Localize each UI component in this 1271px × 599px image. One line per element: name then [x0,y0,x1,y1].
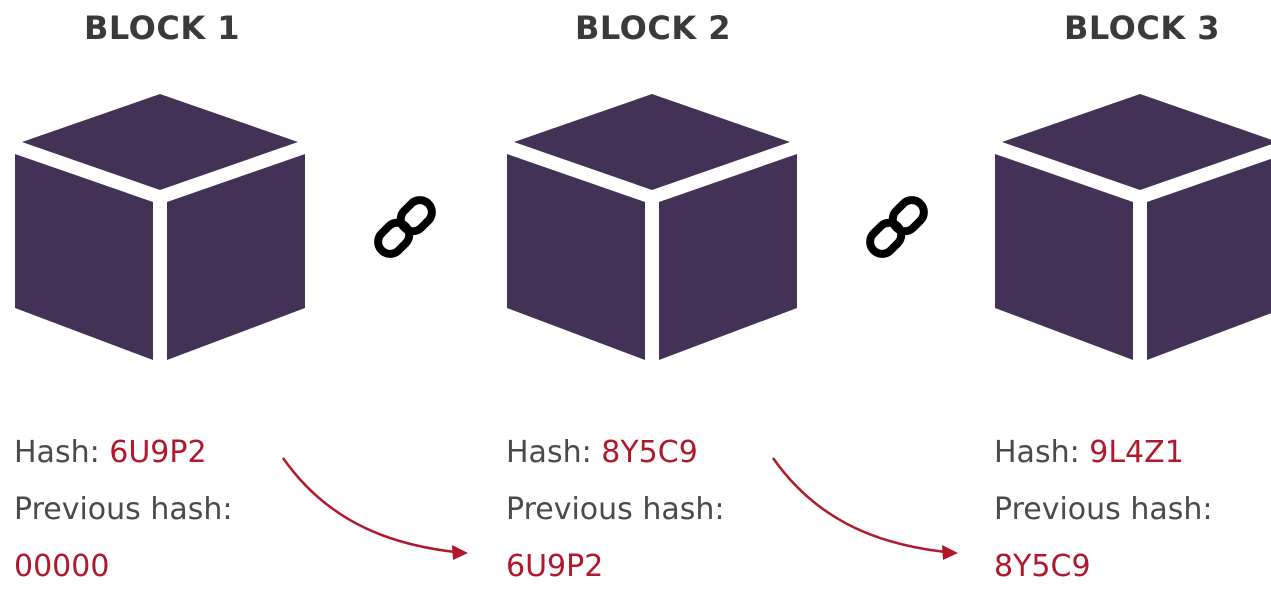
hash-label: Hash: [14,435,100,470]
block-1-title: BLOCK 1 [83,9,241,47]
previous-hash-label: Previous hash: [14,492,233,527]
block-3-info: Hash: 9L4Z1 Previous hash: 8Y5C9 [994,428,1264,599]
hash-value: 9L4Z1 [1089,435,1184,470]
hash-label: Hash: [994,435,1080,470]
block-2-info: Hash: 8Y5C9 Previous hash: 6U9P2 [506,428,796,599]
chain-link-icon [374,196,436,258]
previous-hash-value: 00000 [14,549,110,584]
block-1-info: Hash: 6U9P2 Previous hash: 00000 [14,428,304,599]
previous-hash-label: Previous hash: [506,492,725,527]
previous-hash-label: Previous hash: [994,492,1213,527]
cube-icon [995,94,1271,360]
chain-link-icon [866,196,928,258]
hash-value: 8Y5C9 [601,435,698,470]
hash-row: Hash: 8Y5C9 [506,428,796,485]
block-2-title: BLOCK 2 [574,9,732,47]
previous-hash-value: 8Y5C9 [994,549,1091,584]
curved-arrow-icon [281,457,468,560]
previous-hash-value: 6U9P2 [506,549,604,584]
cube-icon [507,94,797,360]
curved-arrow-icon [771,457,958,560]
hash-label: Hash: [506,435,592,470]
hash-row: Hash: 9L4Z1 [994,428,1264,485]
block-3-title: BLOCK 3 [1063,9,1221,47]
hash-value: 6U9P2 [109,435,207,470]
hash-row: Hash: 6U9P2 [14,428,304,485]
cube-icon [15,94,305,360]
